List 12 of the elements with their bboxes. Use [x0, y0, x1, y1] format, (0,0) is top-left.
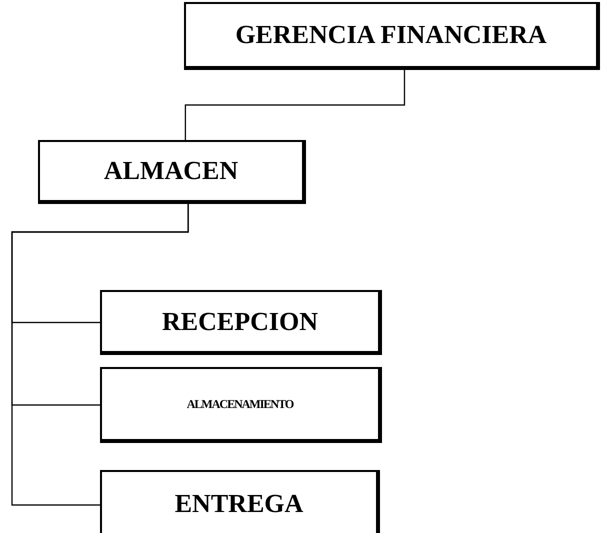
org-box: [100, 470, 380, 533]
unit-title: RECEPCION: [162, 306, 318, 336]
org-box: [184, 2, 600, 70]
connector-line: [184, 70, 406, 140]
org-box: [100, 367, 382, 443]
org-box: [38, 140, 306, 204]
unit-title: GERENCIA FINANCIERA: [235, 20, 547, 50]
unit-title: ALMACEN: [104, 156, 238, 186]
unit-title: ENTREGA: [174, 489, 304, 519]
unit-title: ALMACENAMIENTO: [186, 396, 294, 412]
connector-line: [11, 204, 189, 506]
org-box: [100, 290, 382, 355]
